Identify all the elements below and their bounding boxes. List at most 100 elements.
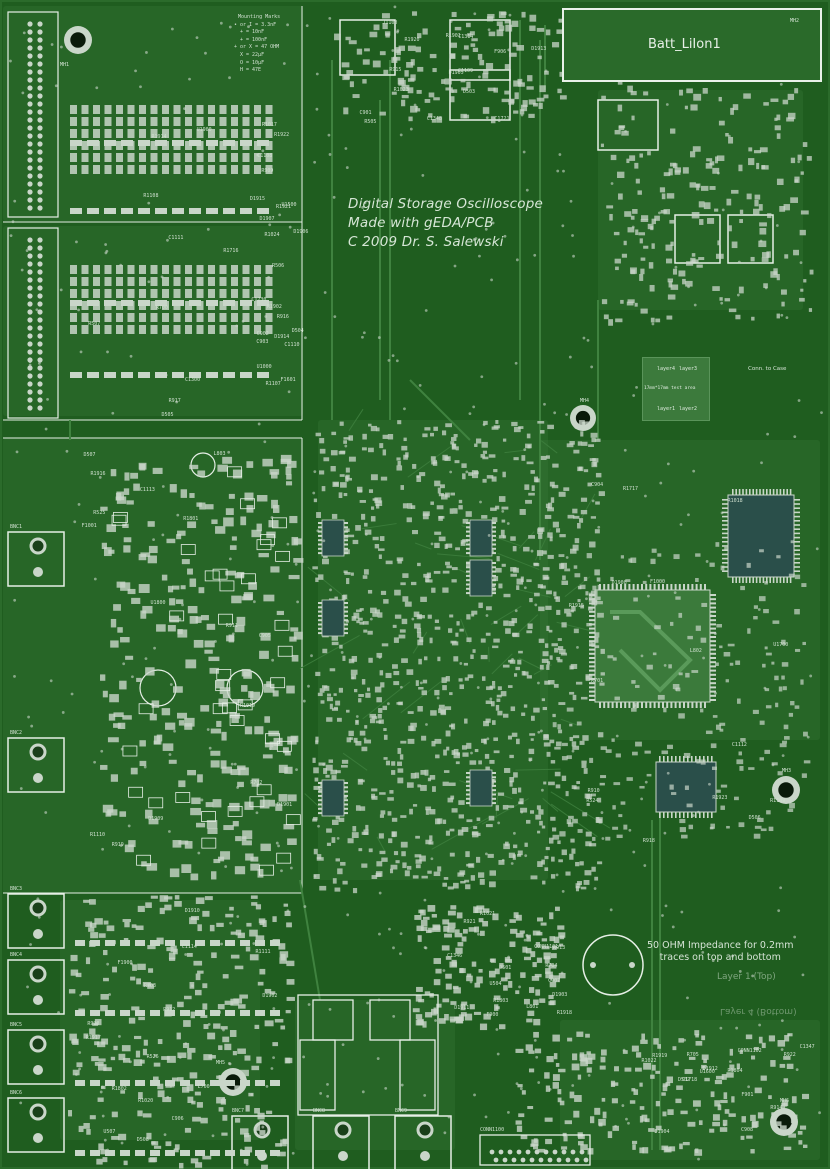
smd-pad (396, 557, 404, 562)
trace (540, 440, 558, 454)
smd-pad (511, 732, 518, 737)
header-pin (37, 101, 43, 107)
via (514, 137, 518, 141)
smd-pad (489, 870, 496, 876)
header-pin (37, 117, 43, 123)
header-pin (27, 245, 33, 251)
component-designator: CONN1101 (534, 943, 559, 950)
via (195, 36, 199, 40)
smd-pad (389, 868, 394, 874)
smd-pad (468, 927, 477, 932)
smd-pad (508, 620, 515, 627)
smd-pad (573, 449, 580, 454)
smd-pad (727, 643, 735, 647)
via (50, 43, 54, 46)
smd-pad (200, 705, 210, 712)
smd-pad (341, 62, 350, 68)
via (268, 223, 272, 227)
smd-pad (127, 105, 135, 114)
via (399, 932, 403, 936)
smd-pad (265, 325, 273, 334)
smd-pad (93, 165, 100, 174)
smd-pad (275, 803, 283, 811)
header-pin (37, 309, 43, 315)
via (28, 363, 32, 367)
smd-pad (630, 215, 635, 220)
smd-pad (526, 630, 533, 634)
smd-pad (566, 443, 574, 448)
via (512, 831, 516, 835)
smd-pad (169, 484, 177, 493)
smd-pad (346, 70, 354, 75)
smd-pad (128, 840, 136, 848)
smd-pad (221, 1132, 228, 1136)
smd-pad (113, 723, 121, 728)
smd-pad (416, 475, 420, 478)
smd-pad (318, 762, 326, 766)
conn-pin (574, 1157, 580, 1163)
smd-pad (520, 807, 528, 813)
smd-pad (219, 105, 227, 114)
smd-pad (607, 655, 614, 659)
smd-pad (634, 685, 640, 688)
smd-pad (489, 759, 495, 764)
ic-pin (710, 682, 716, 685)
smd-pad (757, 1112, 764, 1119)
smd-pad (231, 714, 239, 724)
via (787, 1033, 791, 1037)
component-designator: R1108 (143, 192, 159, 199)
relay-outline (241, 573, 256, 585)
smd-pad (684, 1069, 693, 1074)
smd-pad (492, 680, 496, 686)
via (497, 821, 501, 825)
smd-pad (517, 78, 523, 85)
smd-pad (484, 753, 490, 759)
component-designator: R917 (168, 398, 181, 405)
smd-pad (434, 531, 442, 535)
smd-pad (208, 265, 215, 274)
smd-pad (464, 879, 470, 883)
smd-pad (496, 556, 500, 562)
smd-pad (446, 565, 452, 569)
diode-pad (257, 372, 269, 378)
smd-pad (343, 440, 348, 444)
smd-pad (151, 1141, 156, 1145)
smd-pad (100, 1005, 108, 1012)
header-pin (27, 189, 33, 195)
smd-pad (739, 1049, 743, 1054)
via (528, 758, 532, 762)
trace (299, 879, 321, 1001)
via (176, 513, 180, 517)
smd-pad (510, 536, 516, 541)
smd-pad (139, 740, 146, 747)
test-area-layer1: layer1 (657, 406, 676, 412)
smd-pad (610, 154, 617, 161)
component-designator: R1901 (445, 33, 461, 40)
ic-pin (722, 541, 728, 543)
via (278, 213, 282, 217)
component-designator: D1903 (552, 991, 568, 998)
smd-pad (615, 266, 619, 271)
via (525, 934, 529, 937)
diode-pad (223, 372, 235, 378)
component-designator: L801 (526, 1003, 539, 1010)
component-designator: U1800 (150, 600, 166, 607)
via (270, 1067, 274, 1070)
header-pin (37, 141, 43, 147)
smd-pad (745, 1034, 753, 1040)
smd-pad (218, 1075, 224, 1081)
smd-pad (691, 211, 700, 219)
smd-pad (546, 590, 552, 595)
smd-pad (211, 952, 217, 959)
via (271, 658, 275, 662)
smd-pad (190, 1158, 199, 1164)
ic-pin (710, 690, 716, 693)
smd-pad (493, 469, 498, 473)
smd-pad (165, 722, 176, 730)
via (27, 715, 30, 719)
via (447, 1115, 451, 1119)
component-designator: C1348 (426, 116, 442, 123)
smd-pad (225, 570, 236, 576)
via (484, 1115, 488, 1119)
smd-pad (400, 485, 404, 490)
